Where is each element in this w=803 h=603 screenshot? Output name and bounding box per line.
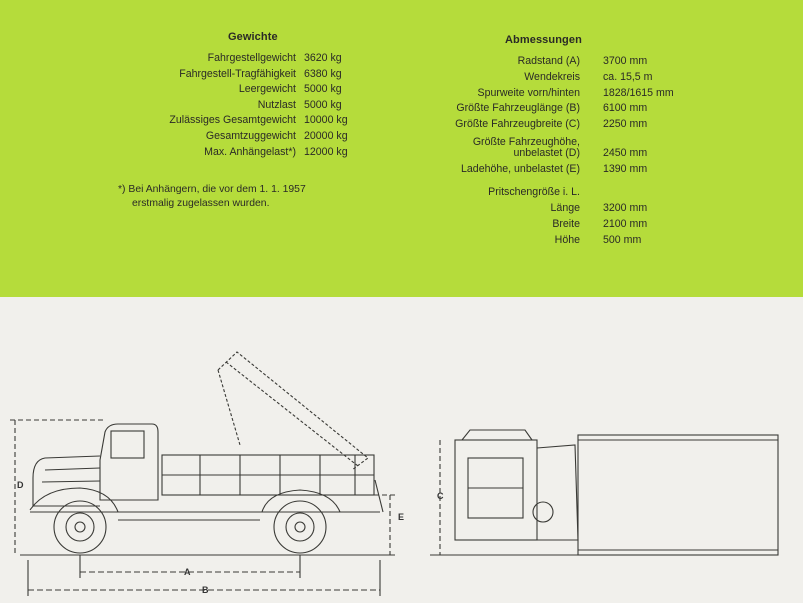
rear-wheel	[273, 500, 327, 554]
weight-value: 10000 kg	[304, 114, 348, 127]
dim-label-e: E	[398, 512, 405, 522]
bed-top-view	[577, 434, 779, 556]
dimensions-heading: Abmessungen	[505, 34, 582, 46]
weight-label: Fahrgestellgewicht	[207, 52, 296, 64]
dimension-value: 500 mm	[603, 234, 642, 246]
weights-heading: Gewichte	[228, 31, 278, 43]
dimension-value: 6100 mm	[603, 102, 648, 114]
dimension-value: 2250 mm	[603, 118, 648, 130]
dimension-row: Größte Fahrzeuglänge (B) 6100 mm	[0, 102, 647, 116]
dimension-row: Höhe 500 mm	[0, 234, 642, 248]
front-view-body	[454, 439, 538, 541]
dim-label-b: B	[202, 585, 209, 595]
dimension-label: unbelastet (D)	[513, 147, 580, 159]
dimension-label: Größte Fahrzeuglänge (B)	[456, 102, 580, 114]
dimension-value: 2450 mm	[603, 147, 648, 159]
weight-row: Leergewicht 5000 kg	[0, 83, 342, 97]
dimension-row: unbelastet (D) 2450 mm	[0, 147, 647, 161]
weight-row: Max. Anhängelast*) 12000 kg	[0, 145, 347, 160]
front-view-cab	[536, 444, 579, 541]
cab-outline	[99, 423, 159, 501]
dimension-label: Breite	[552, 218, 580, 230]
dimension-row: Breite 2100 mm	[0, 218, 647, 232]
front-view-spare-wheel	[532, 501, 554, 523]
dimension-row: Größte Fahrzeugbreite (C) 2250 mm	[0, 118, 647, 132]
weight-value: 5000 kg	[304, 83, 342, 96]
dimension-label: Radstand (A)	[517, 55, 580, 67]
weight-label: Zulässiges Gesamtgewicht	[169, 114, 296, 127]
hood-outline	[32, 455, 101, 507]
dimension-label: Spurweite vorn/hinten	[477, 87, 580, 99]
footnote: *) Bei Anhängern, die vor dem 1. 1. 1957…	[118, 183, 306, 210]
dimension-label: Länge	[550, 202, 580, 214]
dimension-label: Wendekreis	[524, 71, 580, 83]
weight-label: Leergewicht	[238, 83, 296, 96]
front-wheel	[53, 500, 107, 554]
dimension-value: 1828/1615 mm	[603, 87, 674, 99]
weight-label: Nutzlast	[257, 98, 296, 111]
dimension-value: 3700 mm	[603, 55, 648, 67]
tipped-bed-outline	[217, 351, 369, 471]
weight-label: Gesamtzuggewicht	[205, 130, 296, 142]
weight-label: Max. Anhängelast*)	[204, 145, 296, 158]
dimension-label: Größte Fahrzeugbreite (C)	[455, 118, 580, 130]
specs-panel	[0, 0, 803, 297]
dimension-row: Spurweite vorn/hinten 1828/1615 mm	[0, 87, 674, 101]
dimension-row: Wendekreis ca. 15,5 m	[0, 71, 652, 85]
footnote-line-2: erstmalig zugelassen wurden.	[132, 197, 270, 209]
dimension-row: Länge 3200 mm	[0, 202, 648, 216]
dimension-row: Pritschengröße i. L.	[0, 186, 580, 200]
weight-value: 20000 kg	[304, 130, 348, 142]
dimension-label: Ladehöhe, unbelastet (E)	[461, 163, 580, 175]
front-fender	[29, 487, 119, 513]
rear-fender	[261, 489, 341, 513]
dimension-label: Größte Fahrzeughöhe,	[472, 136, 580, 148]
weight-row: Nutzlast 5000 kg	[0, 98, 342, 113]
footnote-line-1: *) Bei Anhängern, die vor dem 1. 1. 1957	[118, 184, 306, 195]
dimension-value: ca. 15,5 m	[603, 71, 653, 83]
weight-row: Fahrgestellgewicht 3620 kg	[0, 52, 342, 66]
dimension-label: Höhe	[554, 234, 580, 246]
dimension-row: Größte Fahrzeughöhe,	[0, 136, 580, 150]
dim-label-d: D	[17, 480, 24, 490]
dim-label-a: A	[184, 567, 191, 577]
dim-label-c: C	[437, 491, 444, 501]
weight-row: Zulässiges Gesamtgewicht 10000 kg	[0, 114, 347, 128]
weight-row: Gesamtzuggewicht 20000 kg	[0, 130, 348, 144]
cab-window	[110, 430, 145, 459]
weight-value: 6380 kg	[304, 67, 342, 80]
dimension-row: Radstand (A) 3700 mm	[0, 55, 648, 69]
weight-label: Fahrgestell-Tragfähigkeit	[179, 67, 296, 80]
weight-value: 3620 kg	[304, 52, 342, 64]
dimension-row: Ladehöhe, unbelastet (E) 1390 mm	[0, 163, 647, 177]
weight-value: 5000 kg	[304, 98, 342, 111]
dimension-value: 1390 mm	[603, 163, 648, 175]
dimension-value: 3200 mm	[603, 202, 648, 214]
dimension-value: 2100 mm	[603, 218, 648, 230]
dimension-label: Pritschengröße i. L.	[488, 186, 580, 198]
weight-row: Fahrgestell-Tragfähigkeit 6380 kg	[0, 67, 341, 82]
drawing-panel	[0, 297, 803, 603]
weight-value: 12000 kg	[304, 145, 348, 158]
